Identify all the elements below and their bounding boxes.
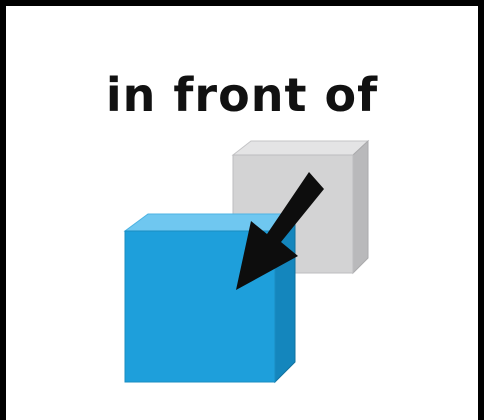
blue-cube-top: [125, 214, 295, 231]
gray-cube-side: [353, 141, 368, 273]
gray-cube-top: [233, 141, 368, 155]
